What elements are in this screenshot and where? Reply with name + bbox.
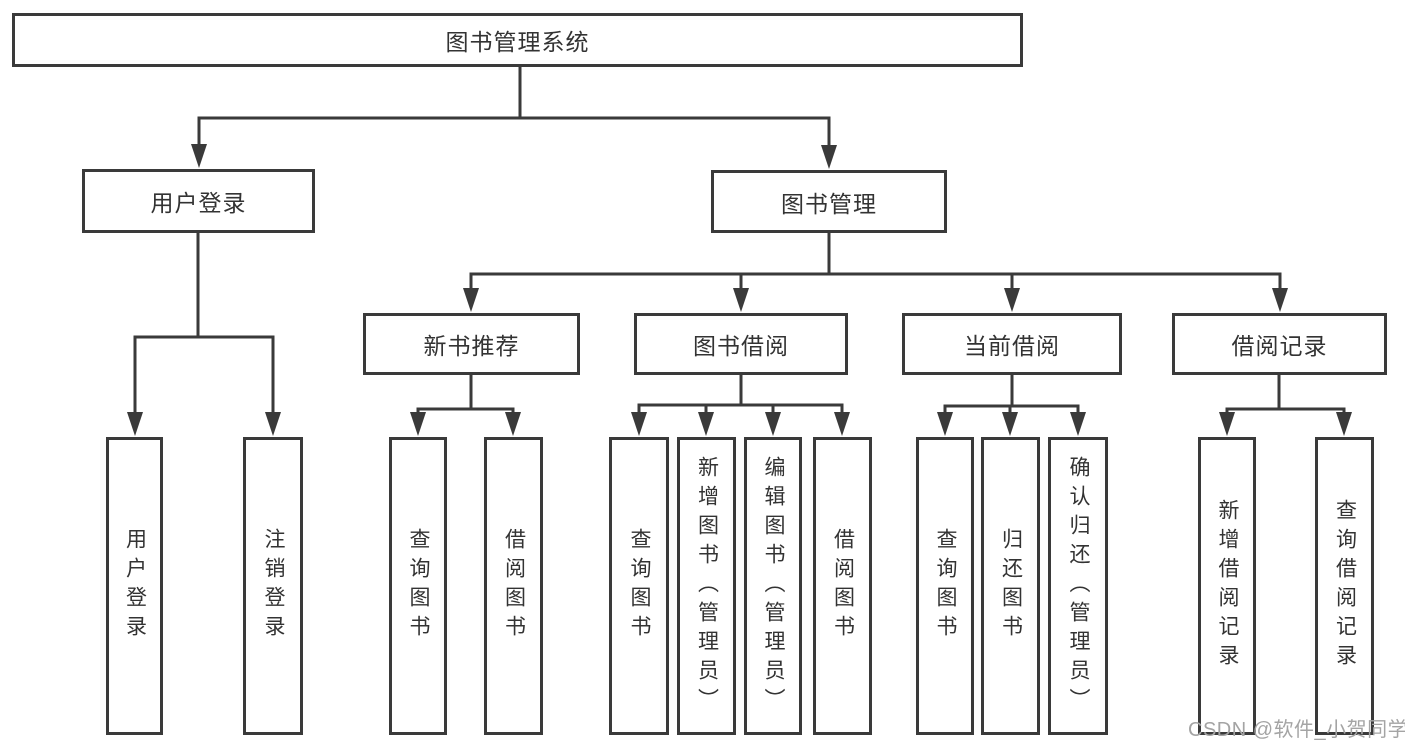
leaf-query-books-recommend-label: 查询图书: [407, 528, 430, 644]
leaf-query-borrow-record-label: 查询借阅记录: [1333, 499, 1357, 673]
node-book-management: 图书管理: [711, 170, 947, 233]
leaf-return-books-label: 归还图书: [999, 528, 1023, 644]
leaf-borrow-books-label: 借阅图书: [831, 528, 855, 644]
leaf-query-books-current: 查询图书: [916, 437, 974, 735]
leaf-user-login: 用户登录: [106, 437, 163, 735]
leaf-query-borrow-record: 查询借阅记录: [1315, 437, 1374, 735]
csdn-watermark: CSDN @软件_小贺同学: [1188, 719, 1405, 741]
leaf-add-book-admin: 新增图书（管理员）: [677, 437, 736, 735]
leaf-return-books: 归还图书: [981, 437, 1040, 735]
leaf-confirm-return-admin-label: 确认归还（管理员）: [1067, 455, 1090, 717]
leaf-add-borrow-record: 新增借阅记录: [1198, 437, 1256, 735]
leaf-borrow-books: 借阅图书: [813, 437, 872, 735]
leaf-query-books-borrow: 查询图书: [609, 437, 669, 735]
connector-lines: [133, 65, 1346, 416]
leaf-logout-label: 注销登录: [262, 528, 285, 644]
node-new-book-recommendation: 新书推荐: [363, 313, 580, 375]
arrowhead-icons: [127, 144, 1352, 436]
leaf-add-borrow-record-label: 新增借阅记录: [1216, 499, 1239, 673]
leaf-confirm-return-admin: 确认归还（管理员）: [1048, 437, 1108, 735]
node-user-login: 用户登录: [82, 169, 315, 233]
node-borrowing-records: 借阅记录: [1172, 313, 1387, 375]
leaf-query-books-current-label: 查询图书: [934, 528, 957, 644]
leaf-query-books-borrow-label: 查询图书: [628, 528, 651, 644]
leaf-edit-book-admin: 编辑图书（管理员）: [744, 437, 802, 735]
leaf-user-login-label: 用户登录: [123, 528, 147, 644]
leaf-add-book-admin-label: 新增图书（管理员）: [695, 455, 719, 717]
leaf-query-books-recommend: 查询图书: [389, 437, 447, 735]
node-current-borrowing: 当前借阅: [902, 313, 1122, 375]
leaf-borrow-books-recommend-label: 借阅图书: [502, 528, 526, 644]
node-book-borrowing: 图书借阅: [634, 313, 848, 375]
leaf-borrow-books-recommend: 借阅图书: [484, 437, 543, 735]
leaf-edit-book-admin-label: 编辑图书（管理员）: [762, 455, 785, 717]
node-library-management-system: 图书管理系统: [12, 13, 1023, 67]
leaf-logout: 注销登录: [243, 437, 303, 735]
